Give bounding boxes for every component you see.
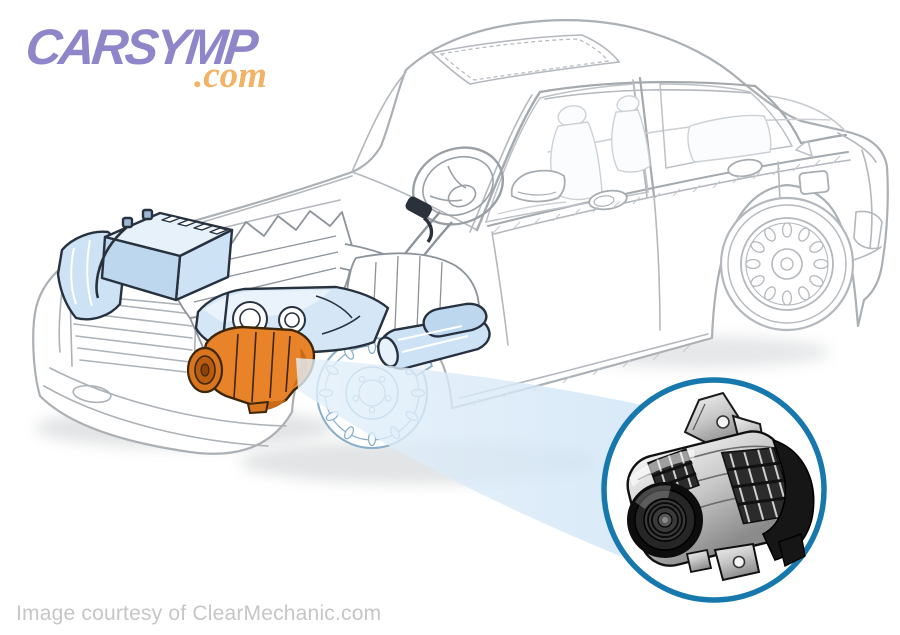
steering-wheel — [393, 146, 505, 277]
quarter-window — [794, 139, 814, 158]
site-logo: CARSYMP .com — [23, 18, 326, 98]
beltline-hatching — [472, 155, 841, 407]
mirror-handles — [510, 158, 830, 211]
grille-slats — [73, 299, 193, 373]
front-door-handle — [588, 189, 628, 211]
image-credit-caption: Image courtesy of ClearMechanic.com — [16, 602, 382, 625]
pulley — [627, 482, 703, 558]
alternator-highlight — [186, 325, 316, 414]
battery — [95, 208, 234, 302]
highlighted-parts-blue — [56, 208, 491, 414]
front-door-window — [484, 83, 649, 223]
fuel-door — [798, 170, 830, 195]
callout-beam — [296, 358, 652, 556]
logo-tld-text: .com — [194, 55, 267, 96]
sunroof — [430, 34, 621, 85]
rear-seat — [687, 114, 772, 163]
alternator-detail — [626, 391, 815, 582]
ignition-part — [405, 196, 433, 219]
rear-door-handle — [727, 158, 763, 178]
callout-circle — [601, 377, 827, 603]
rear-wheel — [719, 196, 855, 332]
fog-lamp — [72, 384, 112, 404]
starter-motor — [377, 302, 491, 370]
